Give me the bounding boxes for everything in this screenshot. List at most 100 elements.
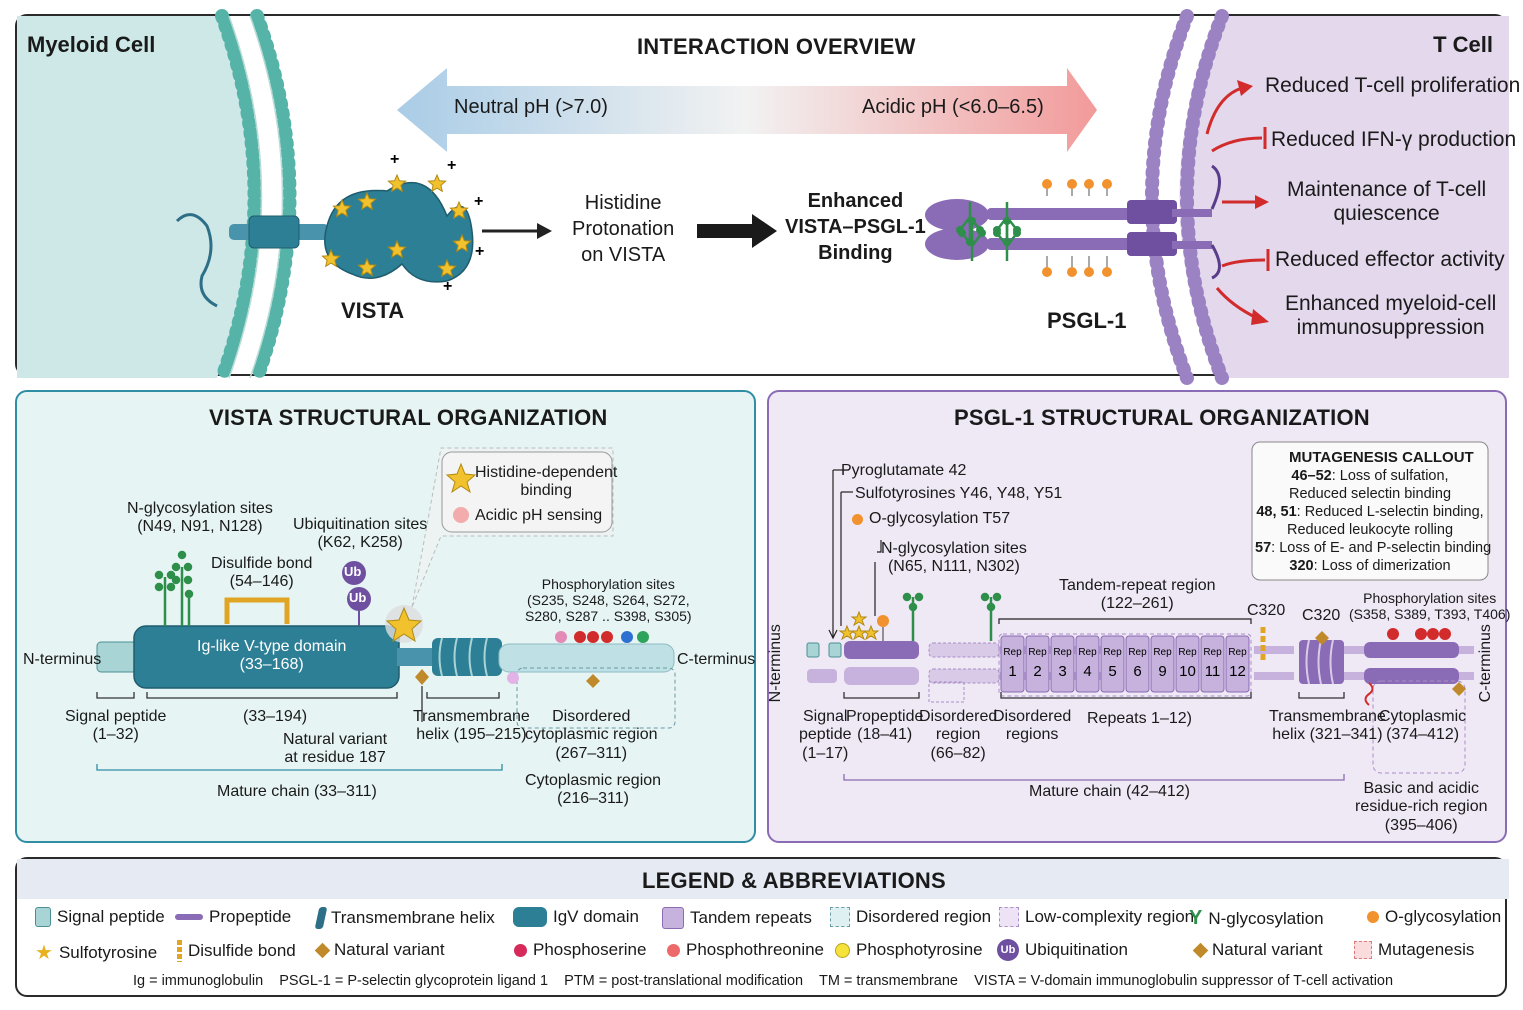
- vista-domain-label: Ig-like V-type domain (33–168): [197, 638, 347, 674]
- tandem-repeat: [1025, 635, 1050, 693]
- psgl-mature-label: Mature chain (42–412): [1029, 783, 1190, 800]
- repeat-number: 11: [1205, 663, 1221, 680]
- psgl-diagram: Rep1Rep2Rep3Rep4Rep5Rep6Rep9Rep10Rep11Re…: [806, 441, 1489, 781]
- glycan-residue: [1013, 229, 1021, 237]
- vista-signal-peptide: [96, 641, 138, 673]
- legend-phosphotyrosine: Phosphotyrosine: [835, 940, 983, 960]
- tcell-body: [1179, 16, 1509, 378]
- glycan-residue: [958, 229, 966, 237]
- repeat-word: Rep: [1053, 647, 1072, 658]
- ph-neutral-label: Neutral pH (>7.0): [454, 96, 608, 118]
- phosphothreonine-icon: [667, 943, 680, 957]
- outcome-4: Reduced effector activity: [1275, 248, 1505, 271]
- tandem-repeat: [1225, 635, 1250, 693]
- vista-phospho-sites: [507, 631, 649, 688]
- psgl-sulfotyrosines: [838, 610, 880, 641]
- repeat-number: 1: [1008, 663, 1016, 680]
- vista-disulfide: [224, 597, 290, 624]
- vista-ubiq-label: Ubiquitination sites (K62, K258): [293, 516, 428, 552]
- psgl-oglyc-label: O-glycosylation T57: [869, 510, 1011, 527]
- legend-igv: IgV domain: [513, 907, 639, 927]
- legend-abbreviations: Ig = immunoglobulin PSGL-1 = P-selectin …: [132, 973, 1394, 989]
- ph-gradient-arrow: [397, 68, 1097, 152]
- repeat-word: Rep: [1103, 647, 1122, 658]
- tandem-repeat: [1075, 635, 1100, 693]
- tandem-repeat: [1200, 635, 1225, 693]
- repeat-word: Rep: [1028, 647, 1047, 658]
- oglycan: [1102, 267, 1112, 277]
- legend-disulfide: Disulfide bond: [177, 940, 296, 962]
- vista-extracellular-label: (33–194): [243, 708, 308, 725]
- glycan-residue: [993, 229, 1001, 237]
- repeat-number: 3: [1058, 663, 1066, 680]
- vista-natural-variant: [415, 669, 429, 685]
- psgl-heading: PSGL-1 STRUCTURAL ORGANIZATION: [954, 405, 1370, 430]
- signal-peptide-swatch: [35, 907, 51, 927]
- tandem-repeat: [1100, 635, 1125, 693]
- callout-star-icon: [445, 462, 477, 494]
- callout-acidic-icon: [453, 507, 469, 523]
- psgl-nglyc-label: N-glycosylation sites (N65, N111, N302): [881, 540, 1027, 576]
- oglycan: [1042, 179, 1052, 189]
- legend-low-complexity: Low-complexity region: [999, 907, 1194, 927]
- vista-heading: VISTA STRUCTURAL ORGANIZATION: [209, 405, 608, 430]
- vista-diagram: [96, 447, 676, 771]
- protonation-text: Histidine Protonation on VISTA: [572, 192, 675, 266]
- overview-graphic: +++++: [17, 9, 1509, 385]
- psgl-propeptide-upper: [844, 641, 919, 659]
- histidine-star: [449, 200, 469, 220]
- vista-protein: [175, 182, 474, 308]
- repeat-word: Rep: [1178, 647, 1197, 658]
- oglycan: [1042, 267, 1052, 277]
- repeat-number: 4: [1083, 663, 1091, 680]
- psgl-tandem-box: [998, 633, 1252, 697]
- mutagenesis-swatch: [1354, 941, 1372, 959]
- legend-phosphoserine: Phosphoserine: [514, 940, 646, 960]
- plus-charge: +: [443, 278, 452, 295]
- glycan-residue: [978, 229, 986, 237]
- plus-charge: +: [447, 157, 456, 174]
- histidine-star: [427, 173, 447, 193]
- tandem-repeat: [1175, 635, 1200, 693]
- glycan-residue: [1003, 217, 1011, 225]
- disulfide-icon: [177, 940, 182, 962]
- psgl1-glycans: [956, 179, 1112, 277]
- psgl-n-terminus: N-terminus: [766, 624, 784, 703]
- repeat-word: Rep: [1078, 647, 1097, 658]
- vista-cyto-label: Cytoplasmic region (216–311): [525, 772, 662, 808]
- legend-propeptide: Propeptide: [175, 907, 291, 927]
- plus-charge: +: [390, 151, 399, 168]
- psgl-basic-label: Basic and acidic residue-rich region (39…: [1355, 780, 1488, 834]
- diamond-icon: [314, 942, 331, 958]
- plus-charge: +: [475, 243, 484, 260]
- tandem-repeat: [1000, 635, 1025, 693]
- vista-disulfide-label: Disulfide bond (54–146): [211, 555, 313, 591]
- vista-tm-helix: [432, 637, 502, 677]
- legend-mutagenesis: Mutagenesis: [1354, 940, 1474, 960]
- vista-ubiquitin-icons: [342, 561, 371, 626]
- vista-nglyc-label: N-glycosylation sites (N49, N91, N128): [127, 500, 273, 536]
- legend-oglyc: O-glycosylation: [1367, 907, 1501, 927]
- legend-sulfotyrosine: ★Sulfotyrosine: [35, 942, 158, 964]
- phosphotyrosine-icon: [835, 942, 850, 958]
- psgl-propeptide-label: Propeptide (18–41): [846, 708, 924, 744]
- vista-variant-label: Natural variant at residue 187: [283, 731, 388, 767]
- mutagenesis-box: [1251, 441, 1489, 581]
- legend-signal-peptide: Signal peptide: [35, 907, 165, 927]
- legend-tandem: Tandem repeats: [662, 907, 812, 929]
- psgl-cyto-label: Cytoplasmic (374–412): [1379, 708, 1467, 744]
- repeat-number: 2: [1033, 663, 1041, 680]
- outcome-1: Reduced T-cell proliferation: [1265, 74, 1521, 97]
- vista-signal-label: Signal peptide (1–32): [65, 708, 167, 744]
- histidine-star: [321, 248, 341, 268]
- psgl-tandem-repeats: Rep1Rep2Rep3Rep4Rep5Rep6Rep9Rep10Rep11Re…: [1000, 635, 1250, 693]
- vista-brackets: [96, 686, 503, 771]
- mut-item-4: 320: Loss of dimerization: [1289, 557, 1451, 574]
- tandem-repeat: [1050, 635, 1075, 693]
- ub-label-2: Ub: [349, 590, 367, 605]
- mutagenesis-title: MUTAGENESIS CALLOUT: [1289, 449, 1474, 466]
- mut-item-1: 46–52: Loss of sulfation, Reduced select…: [1288, 468, 1452, 502]
- psgl-nglycans: [902, 592, 1002, 641]
